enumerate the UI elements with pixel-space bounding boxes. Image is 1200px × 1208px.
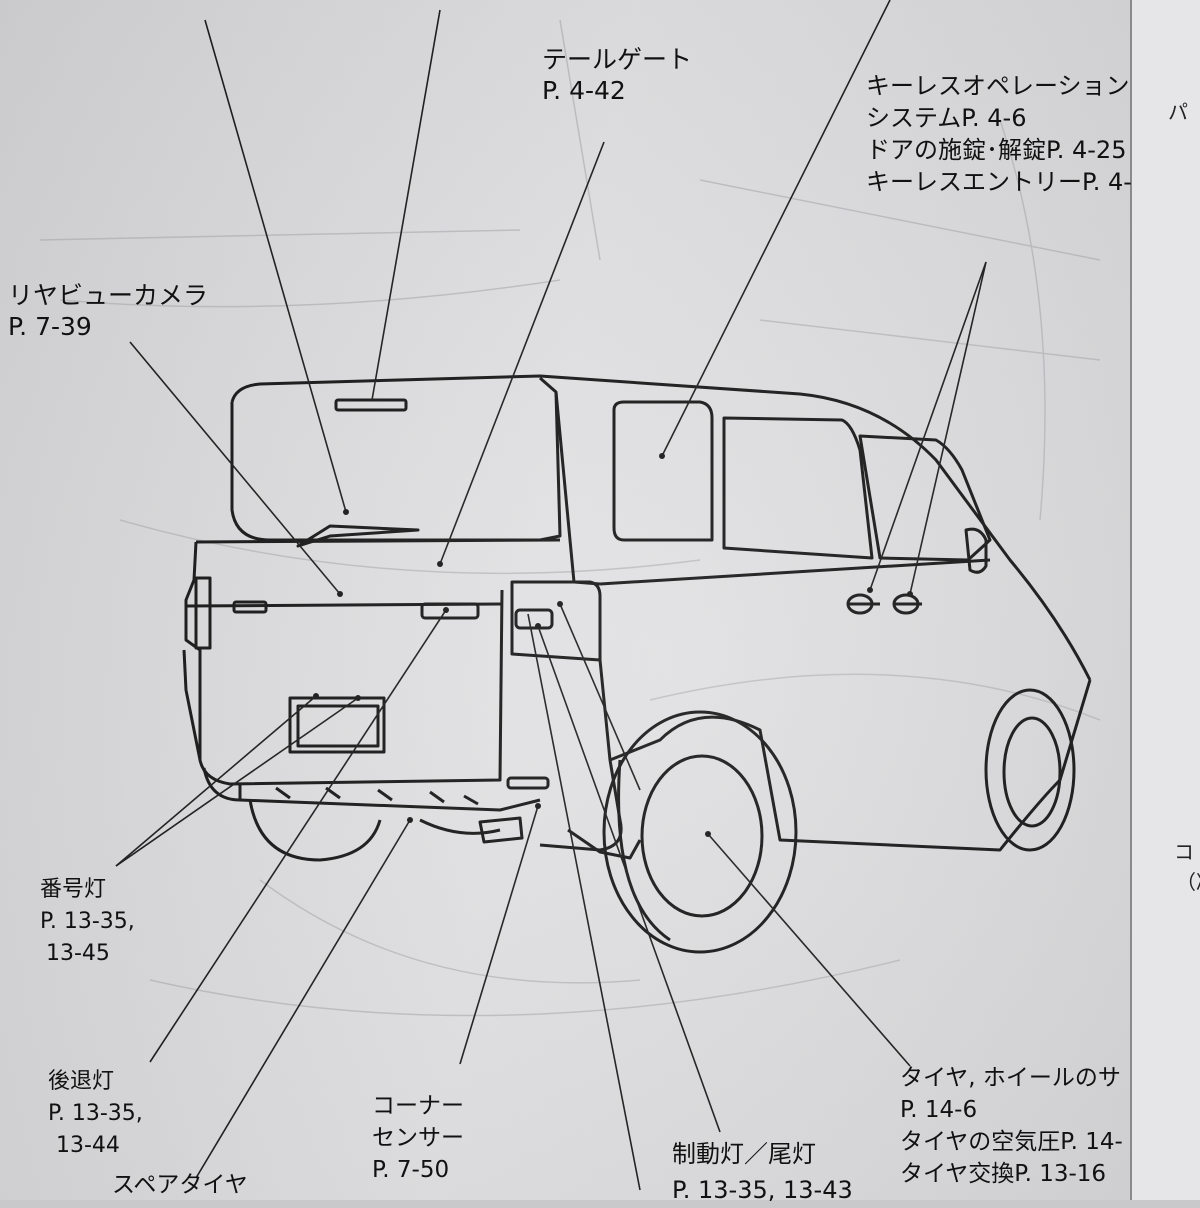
label-keyless-line1: キーレスオペレーション — [866, 72, 1130, 100]
van-outline — [182, 374, 1092, 954]
bumper-reflectors — [275, 786, 479, 806]
label-keyless-line4: キーレスエントリーP. 4- — [866, 168, 1132, 196]
facing-page-text-mid1: コ — [1174, 840, 1194, 864]
label-backup-lamp-page2: 13-44 — [56, 1133, 120, 1158]
label-corner-sensor-line2: センサー — [372, 1125, 464, 1151]
bleed-through-lines — [39, 19, 1101, 1017]
label-license-lamp: 番号灯 P. 13-35, 13-45 — [40, 874, 135, 970]
label-tailgate: テールゲート P. 4-42 — [542, 44, 692, 106]
label-spare-tire-name: スペアタイヤ — [112, 1172, 248, 1198]
label-keyless: キーレスオペレーション システムP. 4-6 ドアの施錠･解錠P. 4-25 キ… — [866, 70, 1132, 198]
label-license-lamp-page2: 13-45 — [46, 941, 110, 966]
label-tire-change: タイヤ交換P. 13-16 — [900, 1161, 1107, 1187]
label-tailgate-name: テールゲート — [542, 45, 693, 74]
leader-lines — [115, 0, 987, 1191]
label-corner-sensor: コーナー センサー P. 7-50 — [372, 1090, 464, 1186]
label-license-lamp-page1: P. 13-35, — [40, 909, 135, 934]
label-brake-tail-name: 制動灯／尾灯 — [672, 1140, 816, 1168]
label-keyless-line3: ドアの施錠･解錠P. 4-25 — [866, 136, 1127, 164]
facing-page-text-top: パ — [1168, 100, 1188, 124]
label-backup-lamp-name: 後退灯 — [48, 1069, 115, 1094]
label-backup-lamp-page1: P. 13-35, — [48, 1101, 143, 1126]
label-license-lamp-name: 番号灯 — [40, 877, 107, 902]
label-keyless-line2: システムP. 4-6 — [866, 104, 1027, 132]
label-brake-tail: 制動灯／尾灯 P. 13-35, 13-43 — [672, 1136, 853, 1208]
facing-page-text-mid2: （冷 — [1176, 870, 1200, 894]
label-brake-tail-page: P. 13-35, 13-43 — [672, 1176, 853, 1204]
label-tire-page: P. 14-6 — [900, 1097, 978, 1123]
label-corner-sensor-line1: コーナー — [372, 1093, 464, 1119]
label-tire-name: タイヤ, ホイールのサ — [900, 1065, 1121, 1091]
label-corner-sensor-page: P. 7-50 — [372, 1157, 450, 1183]
label-tire-pressure: タイヤの空気圧P. 14- — [900, 1129, 1123, 1155]
label-tailgate-page: P. 4-42 — [542, 76, 626, 105]
label-tire: タイヤ, ホイールのサ P. 14-6 タイヤの空気圧P. 14- タイヤ交換P… — [900, 1062, 1123, 1190]
label-rear-camera-name: リヤビューカメラ — [8, 281, 209, 310]
facing-page: パ コ （冷 — [1130, 0, 1200, 1200]
label-rear-camera: リヤビューカメラ P. 7-39 — [8, 280, 208, 342]
label-backup-lamp: 後退灯 P. 13-35, 13-44 — [48, 1066, 143, 1162]
label-rear-camera-page: P. 7-39 — [8, 312, 92, 341]
label-spare-tire: スペアタイヤ — [112, 1170, 248, 1201]
leader-dots — [313, 453, 913, 837]
